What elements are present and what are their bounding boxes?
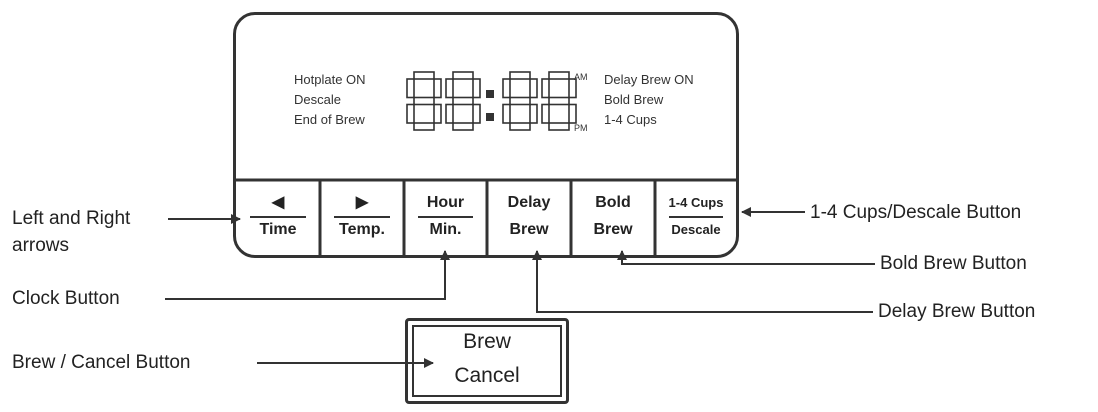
time-label: Time — [259, 221, 297, 238]
digit-segment — [445, 78, 454, 99]
cups-callout-label: 1-4 Cups/Descale Button — [810, 202, 1022, 223]
left-arrow-icon: ◀ — [271, 194, 285, 211]
digit-segment — [529, 103, 538, 124]
left-indicators: Hotplate ON Descale End of Brew — [294, 70, 366, 130]
hour-label: Hour — [426, 194, 465, 211]
digit-segment — [541, 78, 550, 99]
digit-segment — [452, 122, 474, 131]
brew-cancel-button[interactable] — [405, 318, 569, 404]
bold-callout-line — [617, 250, 875, 265]
delay-brew-indicator: Delay Brew ON — [604, 72, 694, 87]
button-divider — [418, 216, 473, 218]
digit-segment — [433, 78, 442, 99]
delay-callout-label: Delay Brew Button — [878, 301, 1036, 322]
arrows-callout-label-line1: Left and Right — [12, 208, 131, 229]
bold-callout-label: Bold Brew Button — [880, 253, 1027, 274]
delay-callout-line — [532, 250, 873, 313]
digit-segment — [413, 96, 435, 106]
brew-label: Brew — [509, 221, 549, 238]
brew-label: Brew — [593, 221, 633, 238]
brew-callout-label: Brew / Cancel Button — [12, 352, 191, 373]
brew-cancel-inner — [412, 325, 562, 397]
min-label: Min. — [429, 221, 462, 238]
colon-dot — [486, 90, 494, 98]
digit-segment — [548, 96, 570, 106]
digit-segment — [548, 71, 570, 80]
digit-segment — [472, 78, 481, 99]
digit-segment — [541, 103, 550, 124]
cancel-text: Cancel — [454, 364, 520, 387]
digit-segment — [433, 103, 442, 124]
digit-segment — [529, 78, 538, 99]
hotplate-indicator: Hotplate ON — [294, 72, 366, 87]
digit-segment — [502, 78, 511, 99]
digit-segment — [548, 122, 570, 131]
digit-segment — [445, 103, 454, 124]
descale-indicator: Descale — [294, 92, 341, 107]
cups-indicator: 1-4 Cups — [604, 112, 657, 127]
hour-min-button[interactable]: Hour Min. — [404, 180, 487, 255]
right-indicators: Delay Brew ON Bold Brew 1-4 Cups — [604, 70, 694, 130]
digit-segment — [406, 78, 415, 99]
clock-callout-line — [165, 250, 450, 300]
digit-segment — [452, 71, 474, 80]
digit-segment — [413, 71, 435, 80]
digit-segment — [568, 78, 577, 99]
right-arrow-icon: ▶ — [355, 194, 369, 211]
clock-callout-label: Clock Button — [12, 288, 120, 309]
cups-label: 1-4 Cups — [668, 195, 724, 210]
delay-label: Delay — [507, 194, 551, 211]
digit-segment — [509, 71, 531, 80]
am-indicator: AM — [574, 72, 588, 82]
temp-label: Temp. — [339, 221, 385, 238]
delay-brew-button[interactable]: Delay Brew — [487, 180, 571, 255]
button-divider — [334, 216, 390, 218]
brew-text: Brew — [463, 330, 511, 353]
digit-segment — [502, 103, 511, 124]
colon-dot — [486, 113, 494, 121]
descale-label: Descale — [671, 222, 721, 237]
end-of-brew-indicator: End of Brew — [294, 112, 365, 127]
digit-segment — [452, 96, 474, 106]
temp-right-button[interactable]: ▶ Temp. — [320, 180, 404, 255]
digit-segment — [472, 103, 481, 124]
time-left-button[interactable]: ◀ Time — [236, 180, 320, 255]
cups-descale-button[interactable]: 1-4 Cups Descale — [655, 180, 737, 255]
button-divider — [669, 216, 723, 218]
arrows-callout-label-line2: arrows — [12, 235, 70, 256]
digit-segment — [568, 103, 577, 124]
digit-segment — [509, 96, 531, 106]
digit-segment — [509, 122, 531, 131]
pm-indicator: PM — [574, 123, 588, 133]
digit-segment — [406, 103, 415, 124]
button-divider — [250, 216, 306, 218]
digit-segment — [413, 122, 435, 131]
bold-brew-button[interactable]: Bold Brew — [571, 180, 655, 255]
bold-brew-indicator: Bold Brew — [604, 92, 664, 107]
bold-label: Bold — [595, 194, 631, 211]
